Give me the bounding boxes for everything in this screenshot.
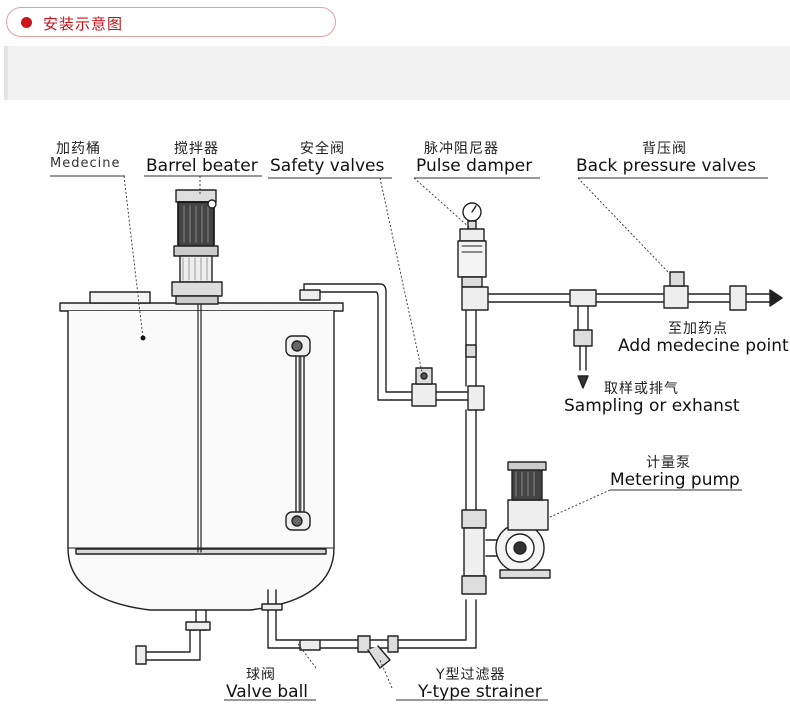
tank-label-en: Medecine: [50, 156, 121, 171]
beater-label-cn: 搅拌器: [174, 141, 219, 157]
strainer-label-en: Y-type strainer: [418, 682, 542, 702]
backpressure-label-en: Back pressure valves: [576, 156, 757, 176]
background-strip-edge: [4, 46, 8, 100]
sampling-label-cn: 取样或排气: [604, 381, 679, 397]
section-title: 安装示意图: [43, 15, 124, 33]
leader-damper: [413, 177, 471, 229]
bullet-icon: [21, 17, 32, 28]
pump-icon: [461, 461, 551, 595]
leader-backpressure: [577, 177, 671, 275]
leader-valveball: [297, 643, 317, 669]
background-strip: [4, 46, 790, 100]
backpressure-label-cn: 背压阀: [642, 141, 687, 157]
valveball-label-en: Valve ball: [226, 682, 309, 702]
valve-icon: [411, 367, 437, 407]
pump-label-en: Metering pump: [610, 470, 740, 490]
strainer-label-cn: Y型过滤器: [436, 667, 506, 683]
leader-safety: [379, 177, 423, 373]
tank-icon: [59, 291, 344, 665]
strainer-icon: [357, 635, 399, 669]
leader-pump: [547, 489, 611, 519]
safety-label-cn: 安全阀: [300, 141, 345, 157]
sampling-label-en: Sampling or exhanst: [564, 396, 740, 416]
pressure-gauge-icon: [457, 202, 487, 288]
beater-label-en: Barrel beater: [146, 156, 258, 176]
leader-tank: [123, 175, 144, 339]
valveball-label-cn: 球阀: [246, 667, 276, 683]
motor-icon: [171, 189, 223, 305]
valve-icon: [663, 271, 689, 309]
section-header: 安装示意图: [6, 7, 336, 37]
leader-strainer: [379, 659, 393, 689]
tank-label-cn: 加药桶: [56, 141, 101, 157]
damper-label-en: Pulse damper: [416, 156, 533, 176]
add-point-label-en: Add medecine point: [618, 336, 789, 356]
add-point-label-cn: 至加药点: [668, 321, 728, 337]
pump-label-cn: 计量泵: [646, 455, 691, 471]
damper-label-cn: 脉冲阻尼器: [424, 141, 499, 157]
arrow-icon: [769, 289, 783, 307]
safety-label-en: Safety valves: [270, 156, 385, 176]
